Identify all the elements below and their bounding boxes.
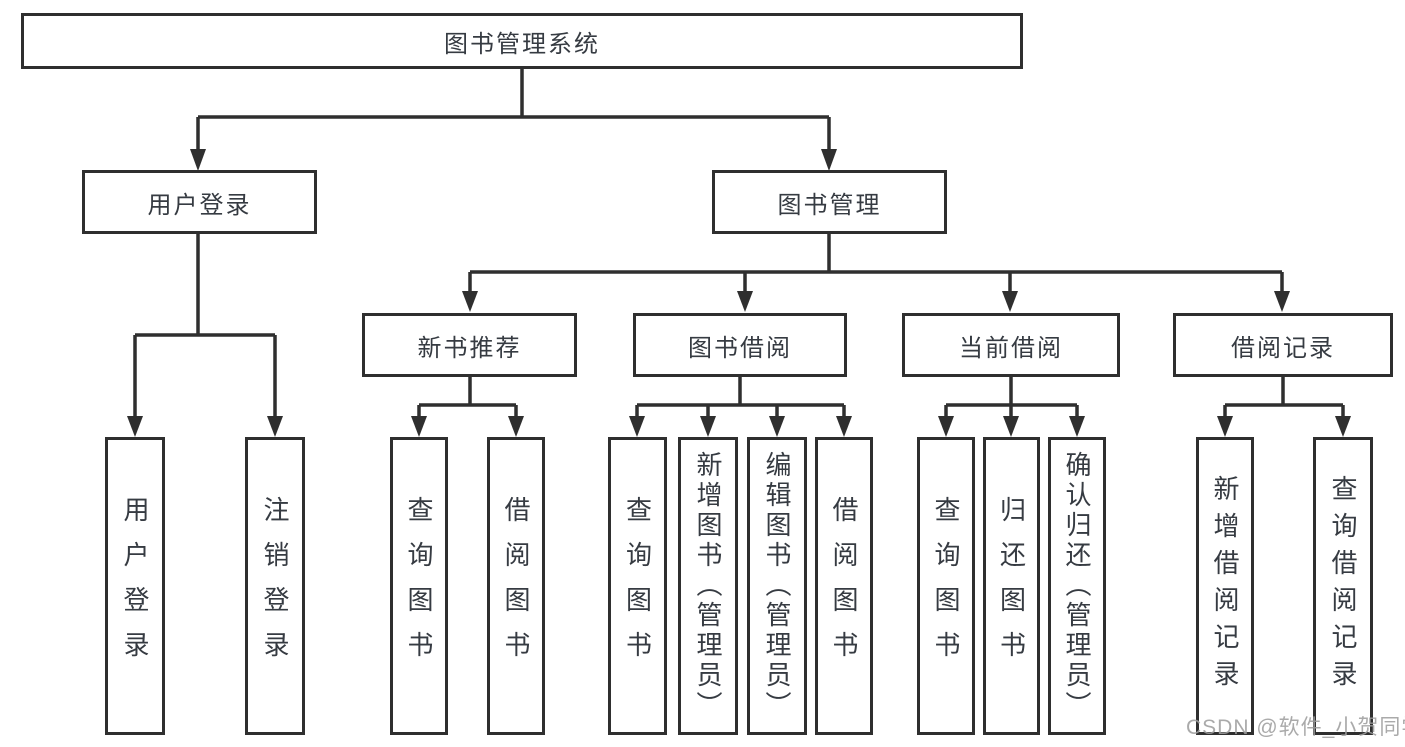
node-borrow-records: 借阅记录 <box>1173 313 1393 377</box>
node-leaf-user-login: 用户登录 <box>105 437 165 735</box>
node-label: 图书管理 <box>777 191 882 219</box>
connector-borrow-record <box>1223 377 1345 420</box>
node-leaf-query-books-borrow: 查询图书 <box>608 437 667 735</box>
node-label: 查询图书 <box>404 496 434 676</box>
node-label: 确认归还（管理员） <box>1062 451 1092 721</box>
connector-user-login <box>133 234 277 420</box>
node-label: 当前借阅 <box>959 334 1063 362</box>
node-label: 新增图书（管理员） <box>693 451 723 721</box>
node-book-management-system: 图书管理系统 <box>21 13 1023 69</box>
node-leaf-query-books-recommend: 查询图书 <box>390 437 448 735</box>
node-label: 查询图书 <box>622 496 653 676</box>
node-leaf-edit-book-admin: 编辑图书（管理员） <box>747 437 807 735</box>
node-label: 用户登录 <box>147 191 252 219</box>
node-new-book-recommend: 新书推荐 <box>362 313 577 377</box>
node-label: 查询图书 <box>931 496 961 676</box>
watermark: CSDN @软件_小贺同学 <box>1186 716 1405 739</box>
node-label: 借阅图书 <box>829 496 859 676</box>
node-label: 归还图书 <box>996 496 1027 676</box>
node-current-borrow: 当前借阅 <box>902 313 1120 377</box>
node-label: 编辑图书（管理员） <box>762 451 792 721</box>
node-user-login: 用户登录 <box>82 170 317 234</box>
connector-new-book <box>417 377 518 420</box>
node-leaf-borrow-books-recommend: 借阅图书 <box>487 437 545 735</box>
node-leaf-return-book: 归还图书 <box>983 437 1040 735</box>
connector-book-mgmt <box>468 234 1284 295</box>
node-book-borrow: 图书借阅 <box>633 313 847 377</box>
node-leaf-borrow-books: 借阅图书 <box>815 437 873 735</box>
node-label: 新增借阅记录 <box>1210 475 1240 697</box>
connector-book-borrow <box>635 377 846 420</box>
node-label: 图书管理系统 <box>444 30 600 58</box>
node-leaf-add-borrow-record: 新增借阅记录 <box>1196 437 1254 735</box>
node-leaf-confirm-return-admin: 确认归还（管理员） <box>1048 437 1106 735</box>
node-label: 图书借阅 <box>688 334 792 362</box>
node-label: 借阅图书 <box>501 496 531 676</box>
node-label: 用户登录 <box>120 496 150 676</box>
node-leaf-add-book-admin: 新增图书（管理员） <box>678 437 738 735</box>
node-label: 查询借阅记录 <box>1328 475 1358 697</box>
node-label: 借阅记录 <box>1231 334 1335 362</box>
node-label: 新书推荐 <box>417 334 522 362</box>
node-leaf-query-borrow-record: 查询借阅记录 <box>1313 437 1373 735</box>
connector-root <box>196 69 831 152</box>
node-leaf-logout: 注销登录 <box>245 437 305 735</box>
node-label: 注销登录 <box>260 496 290 676</box>
node-book-management: 图书管理 <box>712 170 947 234</box>
connector-current-borrow <box>944 377 1079 420</box>
node-leaf-query-books-current: 查询图书 <box>917 437 975 735</box>
